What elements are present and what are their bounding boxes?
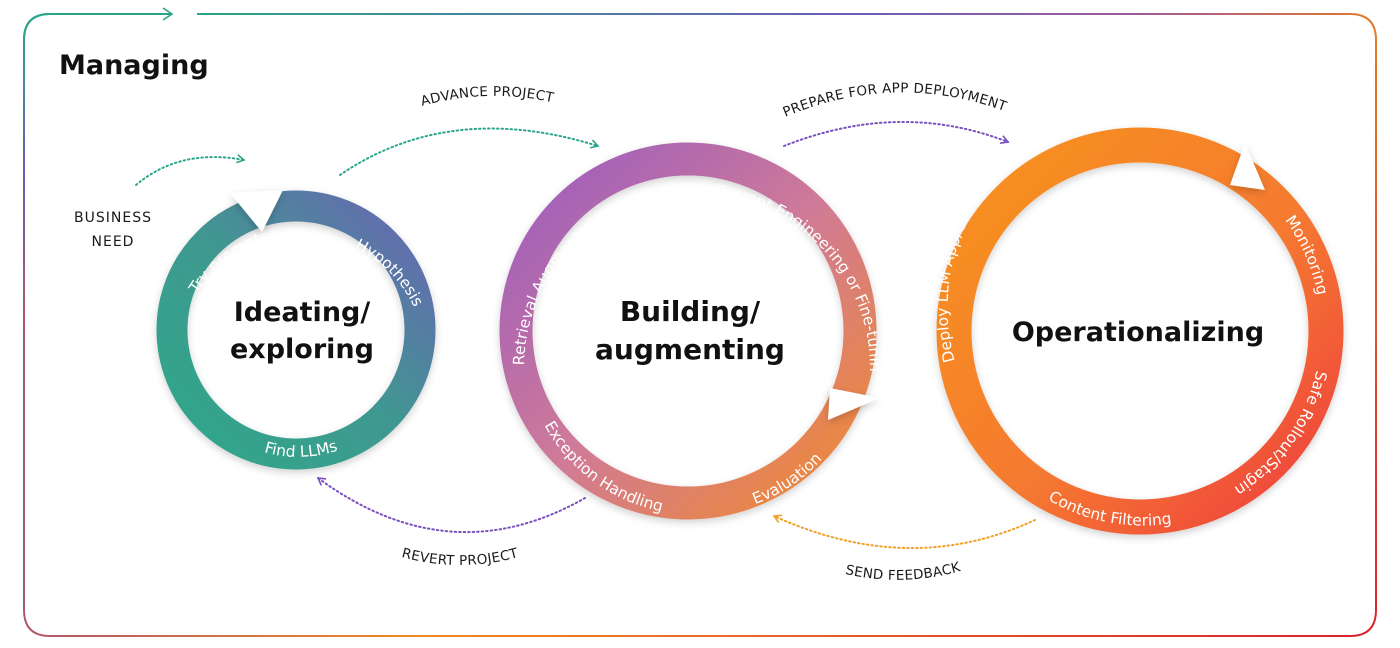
business-need-arrow bbox=[135, 154, 246, 186]
building-ring bbox=[499, 142, 877, 520]
ideating-center-line2: exploring bbox=[230, 334, 374, 365]
frame-entry-arrow bbox=[23, 7, 174, 41]
building-center-line2: augmenting bbox=[595, 333, 785, 366]
ideating-cycle-arrowhead bbox=[230, 190, 283, 232]
send-feedback-label: SEND FEEDBACK bbox=[844, 559, 963, 584]
prepare-deployment-arrow bbox=[783, 121, 1010, 147]
stage-ideating: Hypothesis Find LLMs Try prompts Ideatin… bbox=[156, 190, 436, 470]
operationalizing-cycle-arrowhead bbox=[1230, 143, 1265, 190]
advance-project-arrow bbox=[339, 127, 600, 176]
building-cycle-arrowhead bbox=[828, 388, 880, 420]
ideating-ring bbox=[156, 190, 436, 470]
revert-project-arrow bbox=[316, 477, 586, 534]
managing-frame bbox=[23, 7, 1377, 637]
frame-top-segment bbox=[197, 13, 1377, 41]
building-center-line1: Building/ bbox=[620, 295, 761, 328]
ideating-center-line1: Ideating/ bbox=[234, 297, 371, 328]
managing-title: Managing bbox=[59, 50, 209, 81]
send-feedback-arrow bbox=[772, 514, 1036, 550]
frame-bottom-segment bbox=[23, 330, 1350, 637]
frame-right-segment bbox=[1349, 40, 1377, 637]
operationalizing-ring bbox=[936, 127, 1344, 535]
business-need-label-line1: BUSINESS bbox=[74, 210, 152, 226]
business-need-label-line2: NEED bbox=[92, 234, 135, 250]
prepare-deployment-label: PREPARE FOR APP DEPLOYMENT bbox=[781, 80, 1010, 120]
advance-project-label: ADVANCE PROJECT bbox=[419, 84, 556, 110]
operationalizing-center-label: Operationalizing bbox=[1012, 317, 1264, 348]
revert-project-label: REVERT PROJECT bbox=[400, 545, 520, 569]
